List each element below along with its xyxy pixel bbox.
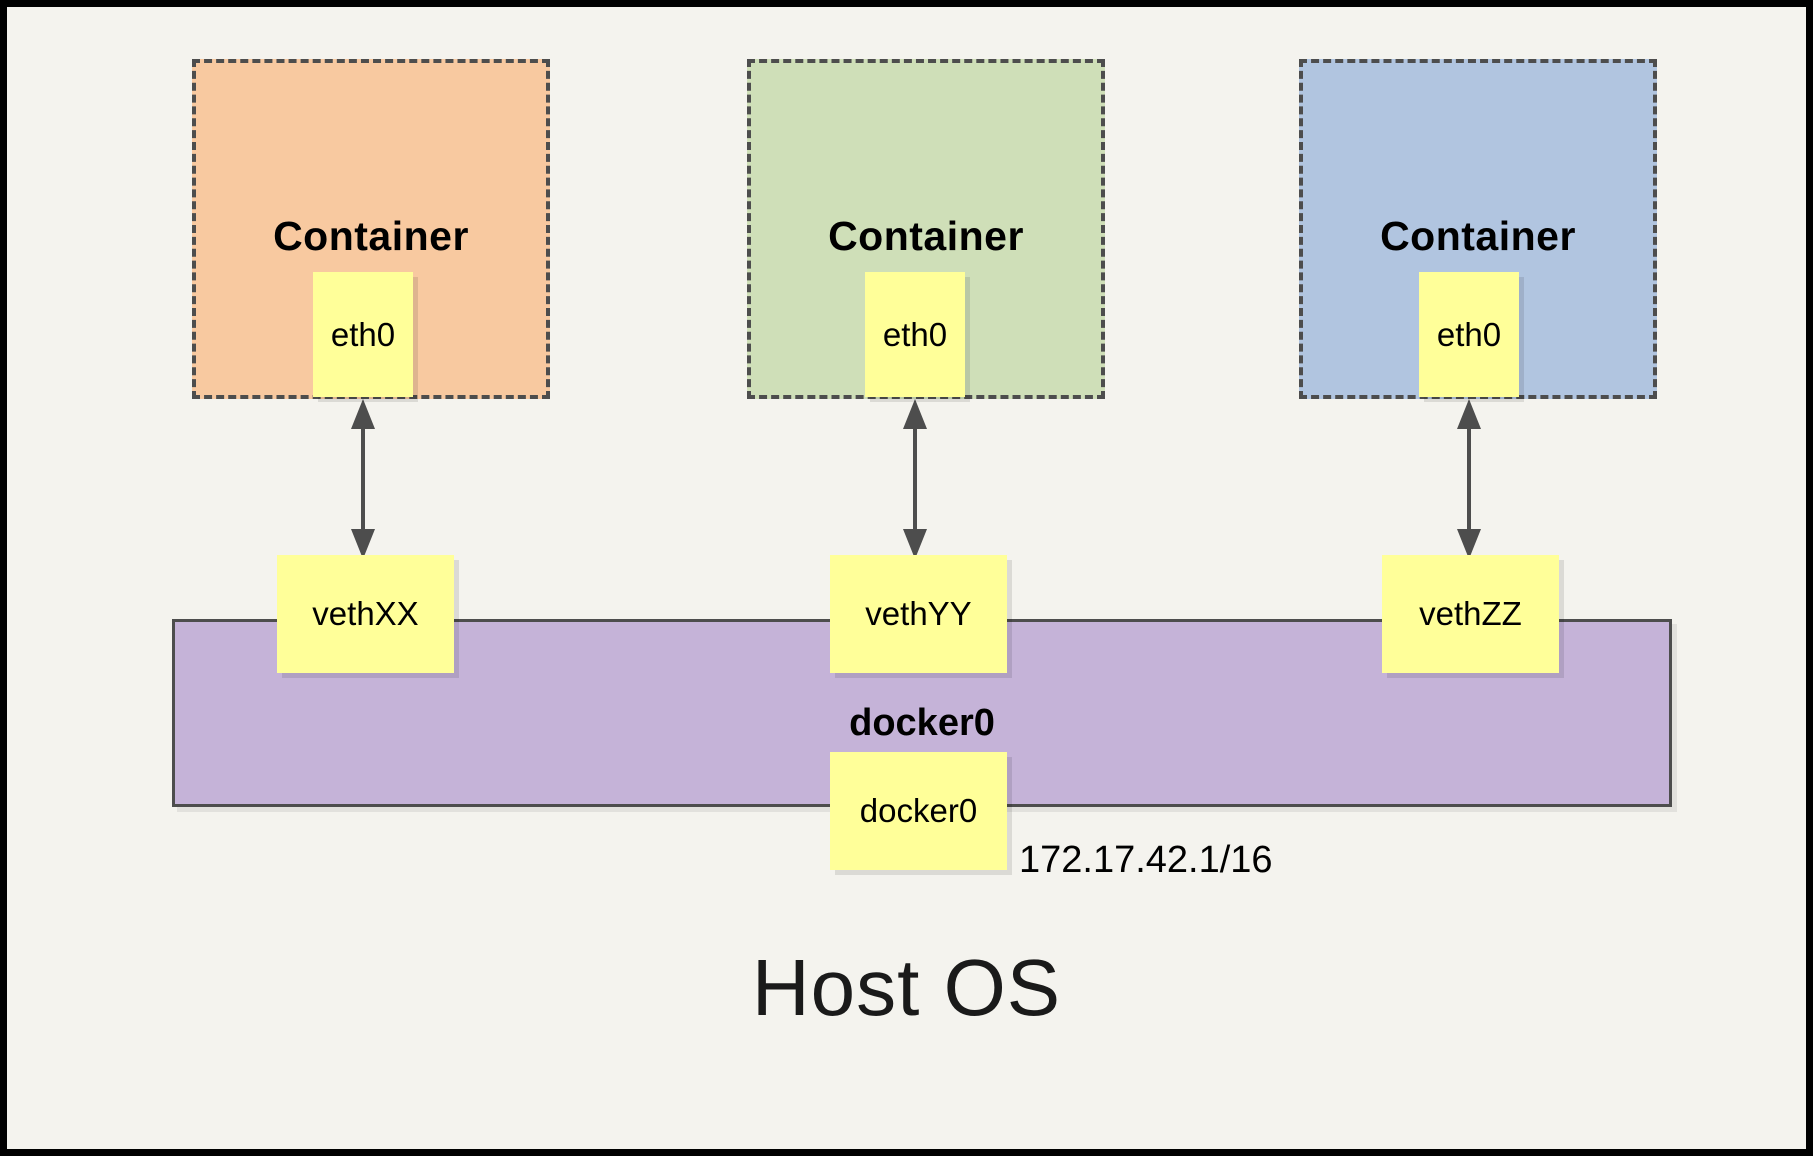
veth-box-2: vethYY: [830, 555, 1007, 673]
docker0-bridge-label: docker0: [849, 702, 995, 744]
veth-box-1: vethXX: [277, 555, 454, 673]
docker0-interface-box: docker0: [830, 752, 1007, 870]
docker0-ip-address: 172.17.42.1/16: [1019, 839, 1273, 881]
veth-link-arrow-3: [1457, 399, 1481, 559]
container-title-3: Container: [1380, 213, 1576, 259]
veth-box-3: vethZZ: [1382, 555, 1559, 673]
veth-link-arrow-1: [351, 399, 375, 559]
veth-link-arrow-2: [903, 399, 927, 559]
container-title-2: Container: [828, 213, 1024, 259]
host-os-label: Host OS: [751, 943, 1062, 1032]
container-title-1: Container: [273, 213, 469, 259]
eth0-box-container-2: eth0: [865, 272, 965, 397]
eth0-box-container-1: eth0: [313, 272, 413, 397]
eth0-box-container-3: eth0: [1419, 272, 1519, 397]
